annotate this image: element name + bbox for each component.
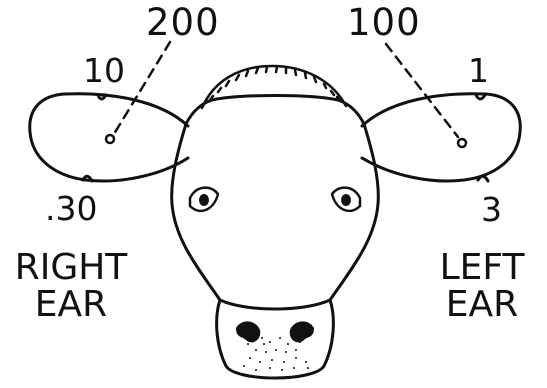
left-ear-outline [362, 94, 520, 181]
label-30: .30 [45, 192, 97, 225]
label-1: 1 [468, 54, 489, 87]
right-nostril [236, 321, 260, 342]
right-eye-pupil [199, 194, 209, 206]
left-ear-label-line1: LEFT [424, 250, 540, 287]
poll-tuft [202, 66, 346, 108]
left-ear-bottom-notch [478, 176, 488, 181]
muzzle-outline [217, 300, 334, 378]
right-ear-label-line2: EAR [8, 287, 134, 324]
left-ear-label: LEFT EAR [424, 250, 540, 323]
label-200: 200 [146, 4, 220, 41]
left-ear-hole [458, 139, 466, 147]
left-nostril [290, 321, 314, 342]
left-eye-pupil [341, 194, 351, 206]
label-10: 10 [83, 54, 125, 87]
left-ear-top-notch [476, 95, 485, 99]
left-ear-pointer-line [386, 44, 458, 137]
right-ear-hole [106, 135, 114, 143]
right-ear-label-line1: RIGHT [8, 250, 134, 287]
right-ear-label: RIGHT EAR [8, 250, 134, 323]
left-ear-label-line2: EAR [424, 287, 540, 324]
right-ear-outline [30, 94, 188, 181]
label-3: 3 [481, 193, 502, 226]
label-100: 100 [347, 4, 421, 41]
